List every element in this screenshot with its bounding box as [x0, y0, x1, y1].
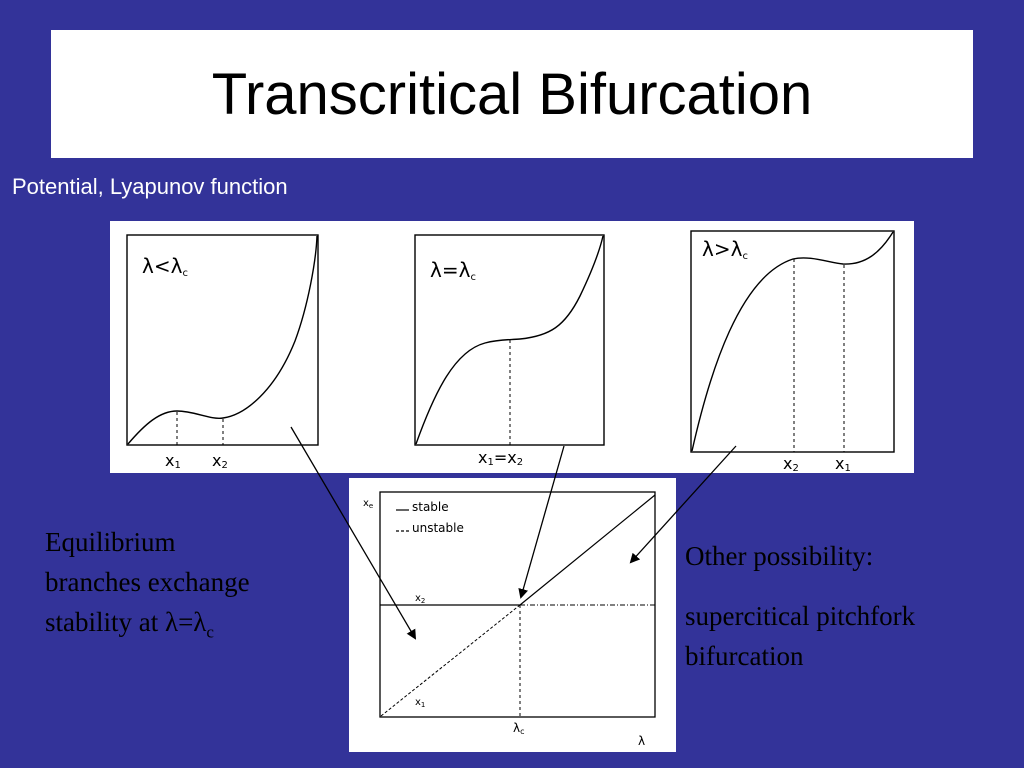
plot-1-condition: λ<λc: [142, 254, 188, 279]
plot-3-condition: λ>λc: [702, 237, 748, 262]
left-text-line-3: stability at λ=λc: [45, 602, 250, 652]
potential-plots-panel: λ<λc x1 x2 λ=λc x1=x2 λ>λc x2 x1: [110, 221, 914, 474]
plot-2-label: x1=x2: [478, 448, 523, 468]
x1-stable-branch: [519, 494, 656, 606]
slide-subtitle: Potential, Lyapunov function: [12, 174, 288, 199]
title-box: Transcritical Bifurcation: [51, 30, 973, 158]
left-text-block: Equilibrium branches exchange stability …: [45, 522, 250, 652]
potential-plot-3: λ>λc x2 x1: [690, 230, 895, 474]
right-text-line-3: bifurcation: [685, 641, 804, 671]
left-text-line-1: Equilibrium: [45, 527, 176, 557]
potential-plot-2: λ=λc x1=x2: [414, 234, 605, 468]
diagram-y-axis-label: xe: [363, 498, 373, 510]
right-text-line-2: supercitical pitchfork: [685, 601, 916, 631]
diagram-x2-label: x2: [415, 593, 425, 605]
plot-3-label-x2: x2: [783, 454, 799, 473]
plot-1-label-x2: x2: [212, 451, 228, 471]
right-text-line-1: Other possibility:: [685, 541, 874, 571]
potential-plot-1: λ<λc x1 x2: [126, 234, 319, 471]
x1-unstable-branch: [380, 604, 521, 717]
diagram-lambda-c-label: λc: [513, 721, 525, 736]
plot-3-frame: [690, 230, 895, 453]
left-text-line-2: branches exchange: [45, 567, 250, 597]
diagram-x1-label: x1: [415, 697, 425, 709]
bifurcation-diagram-svg: xe stable unstable x2 x1 λc λ: [363, 491, 656, 748]
diagram-x-axis-label: λ: [638, 734, 645, 748]
left-text-line-3-main: stability at λ=λ: [45, 607, 207, 637]
right-text-block: Other possibility: supercitical pitchfor…: [685, 536, 915, 676]
plot-3-label-x1: x1: [835, 454, 851, 473]
left-text-line-3-sub: c: [206, 622, 214, 642]
plot-3-curve: [691, 231, 894, 452]
slide-title: Transcritical Bifurcation: [211, 61, 813, 127]
legend-stable-label: stable: [412, 500, 449, 514]
plot-2-condition: λ=λc: [430, 258, 476, 283]
plot-2-curve: [415, 235, 604, 445]
plot-1-curve: [127, 235, 318, 445]
legend-unstable-label: unstable: [412, 521, 464, 535]
bifurcation-diagram-panel: xe stable unstable x2 x1 λc λ: [349, 478, 676, 752]
potential-plots-svg: λ<λc x1 x2 λ=λc x1=x2 λ>λc x2 x1: [126, 230, 895, 474]
plot-1-label-x1: x1: [165, 451, 181, 471]
